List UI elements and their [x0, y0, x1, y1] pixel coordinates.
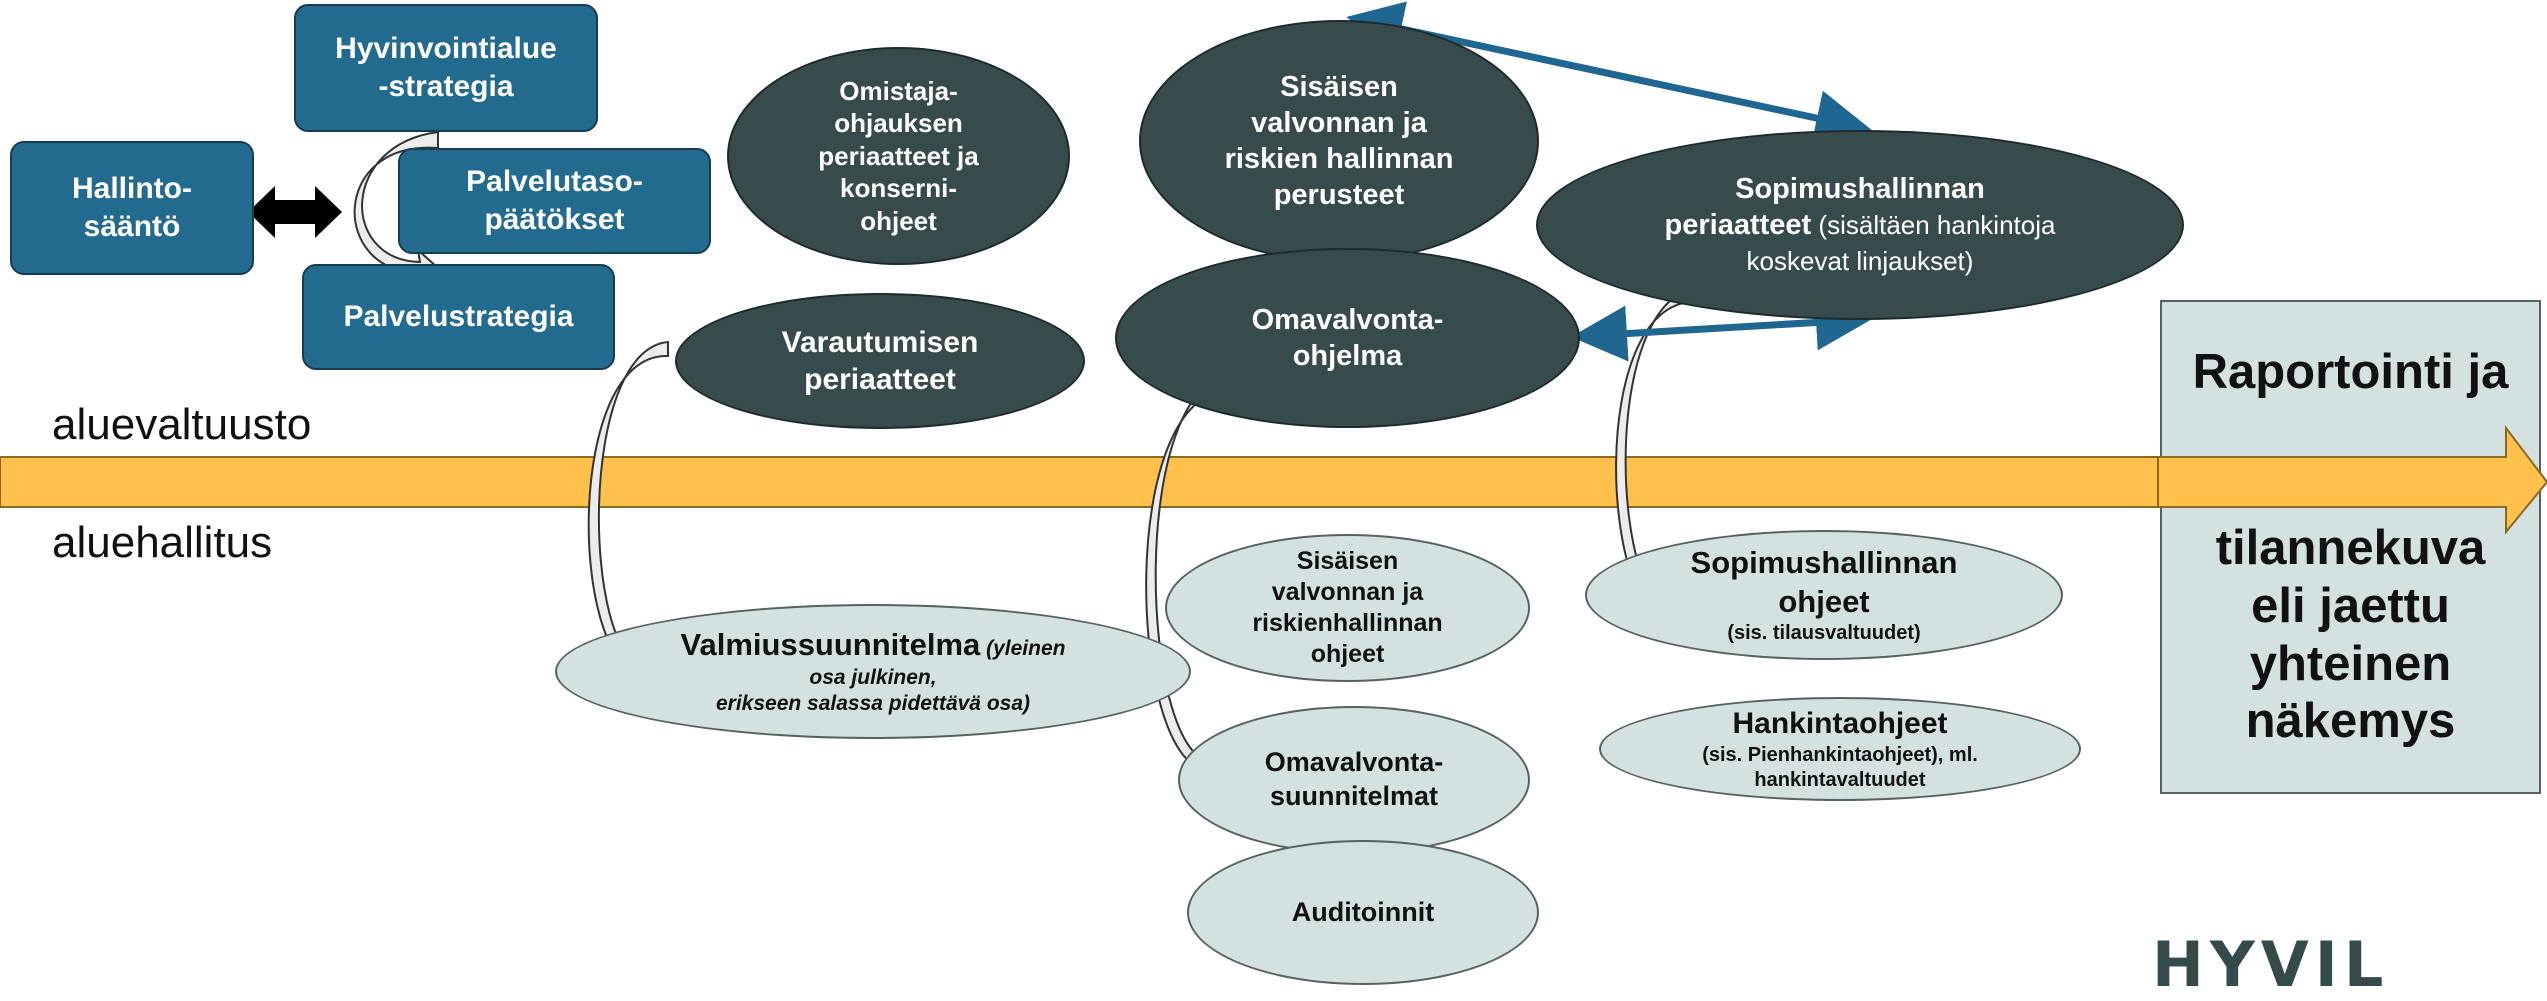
hyvil-logo: HYVIL: [2152, 928, 2390, 1001]
hankinta-title: Hankintaohjeet: [1732, 707, 1948, 741]
sopimus-ohjeet-sub: (sis. tilausvaltuudet): [1727, 622, 1921, 645]
label-aluevaltuusto: aluevaltuusto: [52, 400, 312, 449]
reporting-title-top: Raportointi ja: [2192, 345, 2509, 399]
hankinta-sub: (sis. Pienhankintaohjeet), ml. hankintav…: [1702, 743, 1978, 791]
double-arrow-black: [248, 186, 342, 238]
node-palvelutasopaatokset[interactable]: Palvelutaso- päätökset: [398, 148, 711, 254]
reporting-panel: Raportointi ja tilannekuva eli jaettu yh…: [2160, 300, 2541, 794]
node-sopimushallinnan-ohjeet[interactable]: Sopimushallinnan ohjeet (sis. tilausvalt…: [1585, 530, 2063, 660]
valmius-italic-1: (yleinen osa julkinen,: [809, 636, 1066, 689]
sopimus-normal-text: (sisältäen hankintoja koskevat linjaukse…: [1746, 209, 2056, 277]
node-varautuminen[interactable]: Varautumisen periaatteet: [675, 293, 1085, 429]
sopimus-bold-text: Sopimushallinnan periaatteet: [1664, 172, 1985, 241]
valmius-bold-text: Valmiussuunnitelma: [680, 626, 981, 662]
sopimus-ohjeet-title: Sopimushallinnan ohjeet: [1690, 544, 1958, 619]
node-omavalvontasuunnitelmat[interactable]: Omavalvonta- suunnitelmat: [1178, 706, 1530, 854]
node-valmiussuunnitelma[interactable]: Valmiussuunnitelma (yleinen osa julkinen…: [555, 604, 1191, 739]
node-sopimushallinnan-periaatteet[interactable]: Sopimushallinnan periaatteet (sisältäen …: [1536, 130, 2184, 320]
node-sisainen-valvonta-perusteet[interactable]: Sisäisen valvonnan ja riskien hallinnan …: [1139, 20, 1539, 262]
label-aluehallitus: aluehallitus: [52, 518, 273, 567]
reporting-title-bottom: tilannekuva eli jaettu yhteinen näkemys: [2215, 521, 2486, 749]
node-sisainen-valvonta-ohjeet[interactable]: Sisäisen valvonnan ja riskienhallinnan o…: [1165, 534, 1530, 682]
blue-double-arrow-middle: [1571, 294, 1872, 362]
valmius-italic-2: erikseen salassa pidettävä osa): [715, 691, 1030, 715]
node-palvelustrategia[interactable]: Palvelustrategia: [302, 264, 615, 370]
node-omistajaohjaus[interactable]: Omistaja- ohjauksen periaatteet ja konse…: [727, 47, 1070, 265]
node-hankintaohjeet[interactable]: Hankintaohjeet (sis. Pienhankintaohjeet)…: [1599, 697, 2081, 801]
node-auditoinnit[interactable]: Auditoinnit: [1187, 840, 1539, 985]
node-omavalvontaohjelma[interactable]: Omavalvonta- ohjelma: [1115, 248, 1580, 428]
node-hyvinvointialue-strategia[interactable]: Hyvinvointialue -strategia: [294, 4, 598, 132]
node-hallintosaanto[interactable]: Hallinto- sääntö: [10, 141, 254, 275]
